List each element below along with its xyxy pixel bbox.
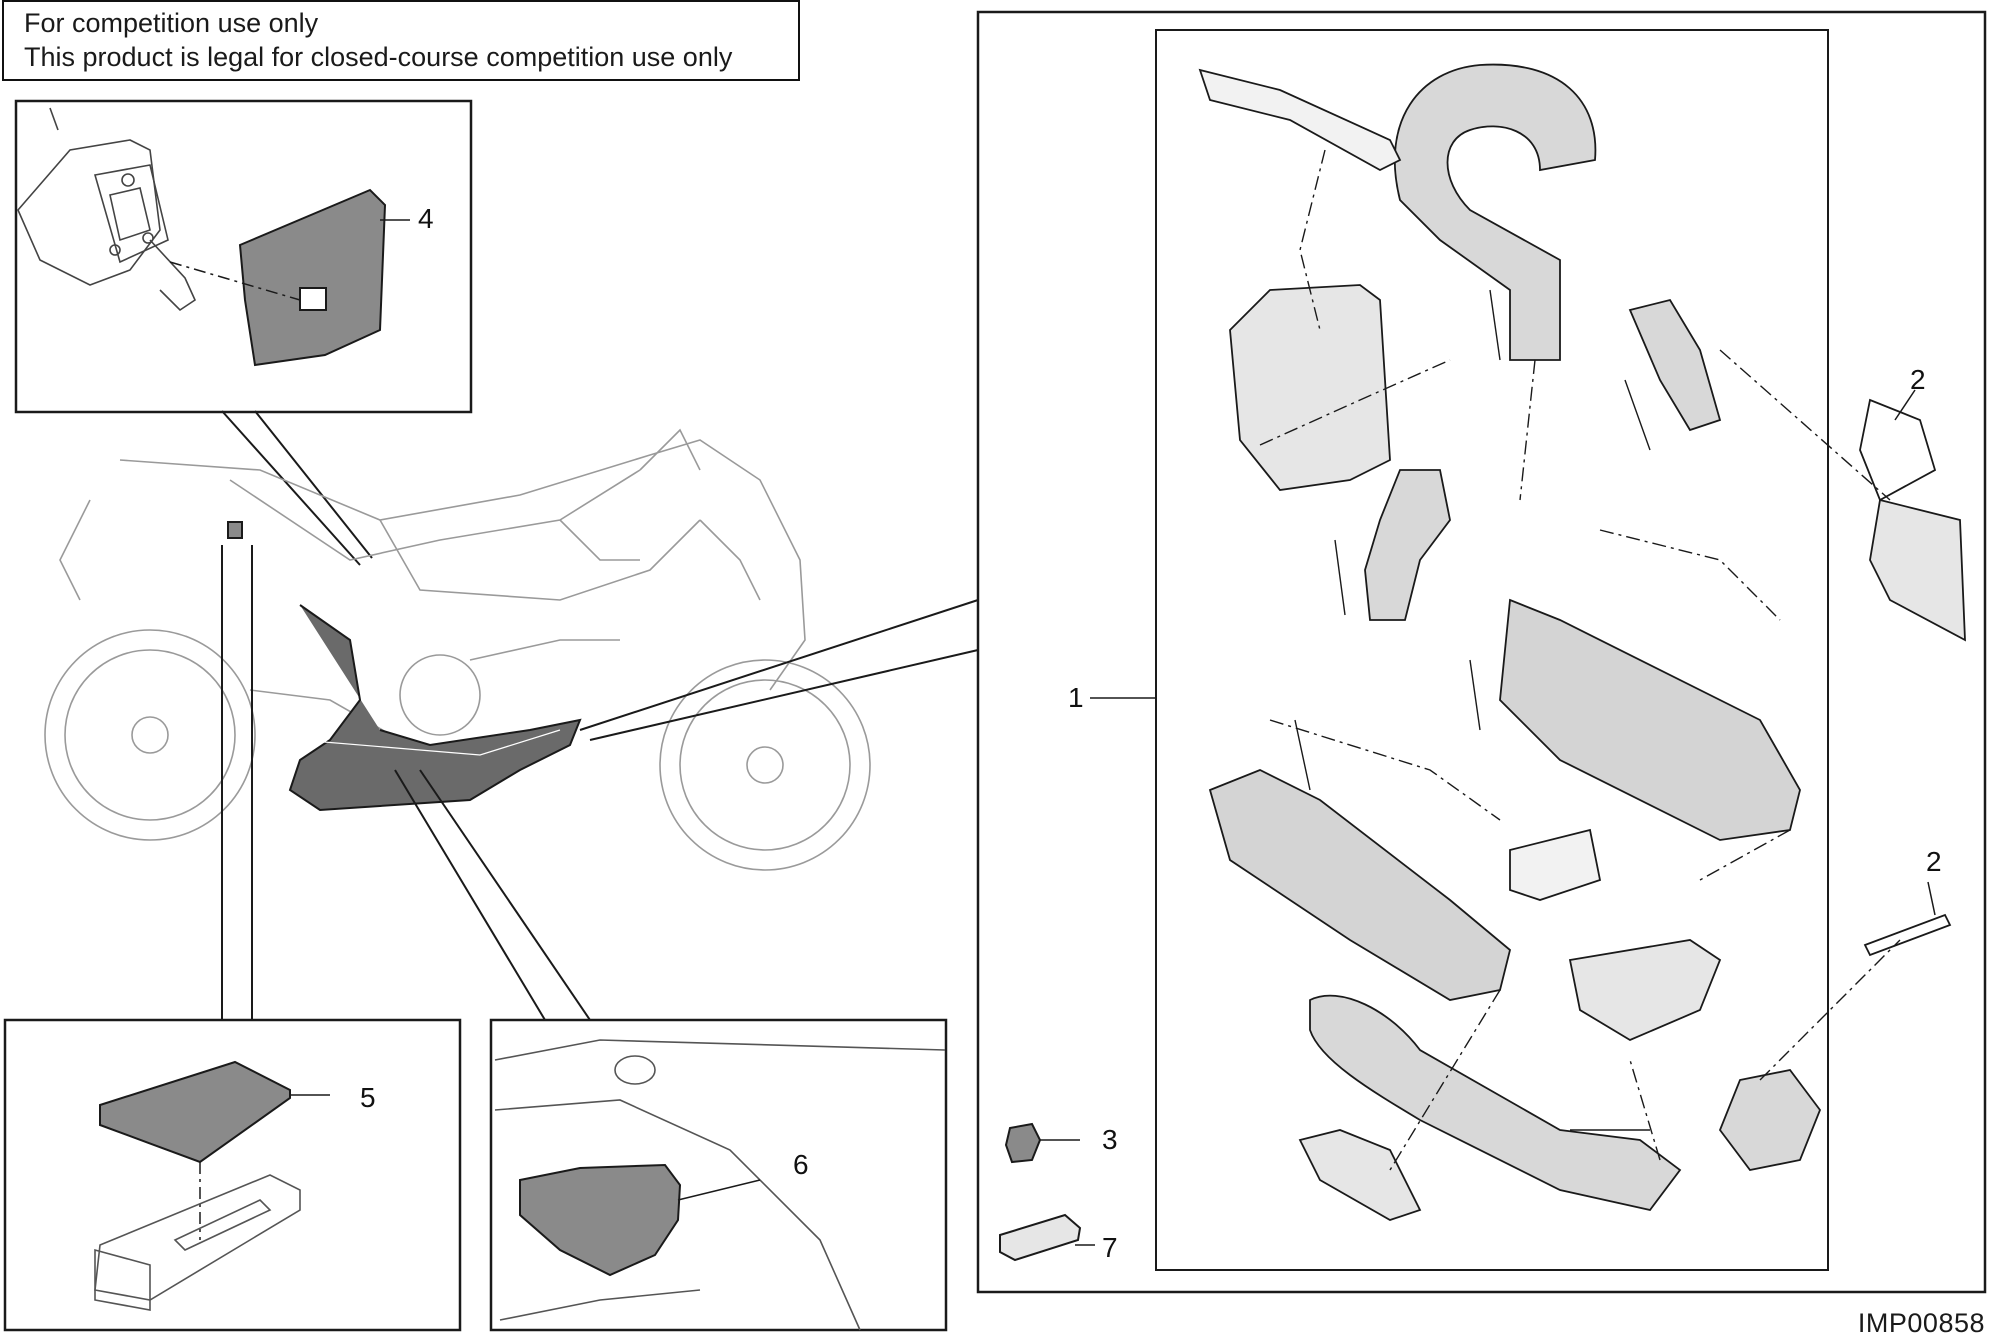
intake-cover-plate bbox=[238, 188, 387, 367]
notice-line-2: This product is legal for closed-course … bbox=[24, 42, 733, 72]
ecu-unit bbox=[94, 1174, 301, 1311]
bike-exhaust-system bbox=[288, 604, 582, 812]
callout-2-gasket-lower: 2 bbox=[1926, 846, 1942, 877]
exhaust-kit-box bbox=[1155, 29, 1829, 1271]
notice-line-1: For competition use only bbox=[24, 8, 319, 38]
detail-box-6 bbox=[489, 1018, 948, 1332]
cover-plate-square-hole bbox=[299, 287, 327, 311]
callout-3: 3 bbox=[1102, 1124, 1118, 1155]
motorcycle-illustration bbox=[44, 428, 871, 871]
part-7-key bbox=[999, 1213, 1082, 1262]
intake-housing-illustration bbox=[17, 107, 197, 312]
callout-2-gasket-upper: 2 bbox=[1910, 364, 1926, 395]
callout-1: 1 bbox=[1068, 682, 1084, 713]
detail-box-5 bbox=[3, 1018, 462, 1332]
callout-6: 6 bbox=[793, 1149, 809, 1180]
detail-box-4 bbox=[14, 99, 473, 414]
callout-7: 7 bbox=[1102, 1232, 1118, 1263]
callout-5: 5 bbox=[360, 1082, 376, 1113]
fairing-pad bbox=[519, 1163, 682, 1277]
part-3-clip bbox=[1004, 1122, 1042, 1164]
competition-notice: For competition use only This product is… bbox=[2, 0, 800, 81]
drawing-reference-code: IMP00858 bbox=[1857, 1308, 1985, 1338]
exhaust-parts bbox=[1198, 63, 1966, 1221]
ecu-pad bbox=[99, 1060, 291, 1164]
callout-4: 4 bbox=[418, 203, 434, 234]
main-exhaust-box bbox=[976, 10, 1987, 1294]
